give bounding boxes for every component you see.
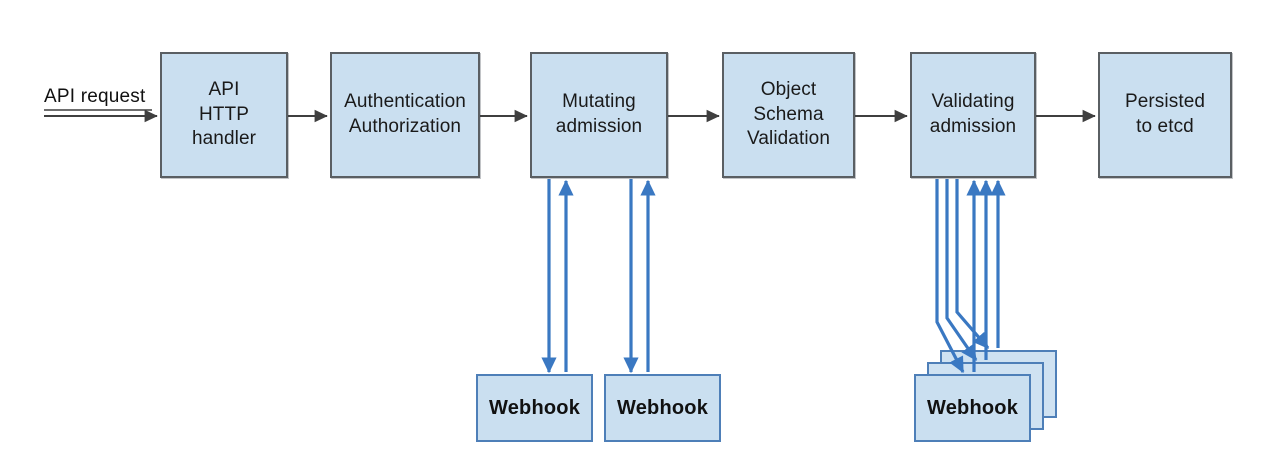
node-authentication-authorization[interactable]: Authentication Authorization — [330, 52, 480, 178]
api-request-label: API request — [44, 86, 146, 107]
webhook-arrow-validating-down-3 — [955, 179, 990, 350]
node-mutating-admission[interactable]: Mutating admission — [530, 52, 668, 178]
webhook-box-mutating-2[interactable]: Webhook — [604, 374, 721, 442]
node-api-http-handler[interactable]: API HTTP handler — [160, 52, 288, 178]
webhook-box-mutating-1[interactable]: Webhook — [476, 374, 593, 442]
webhook-arrow-validating-down-2 — [945, 179, 978, 362]
webhook-box-validating-front[interactable]: Webhook — [914, 374, 1031, 442]
node-persisted-to-etcd[interactable]: Persisted to etcd — [1098, 52, 1232, 178]
node-object-schema-validation[interactable]: Object Schema Validation — [722, 52, 855, 178]
webhook-arrow-validating-down-1 — [935, 179, 965, 374]
node-validating-admission[interactable]: Validating admission — [910, 52, 1036, 178]
